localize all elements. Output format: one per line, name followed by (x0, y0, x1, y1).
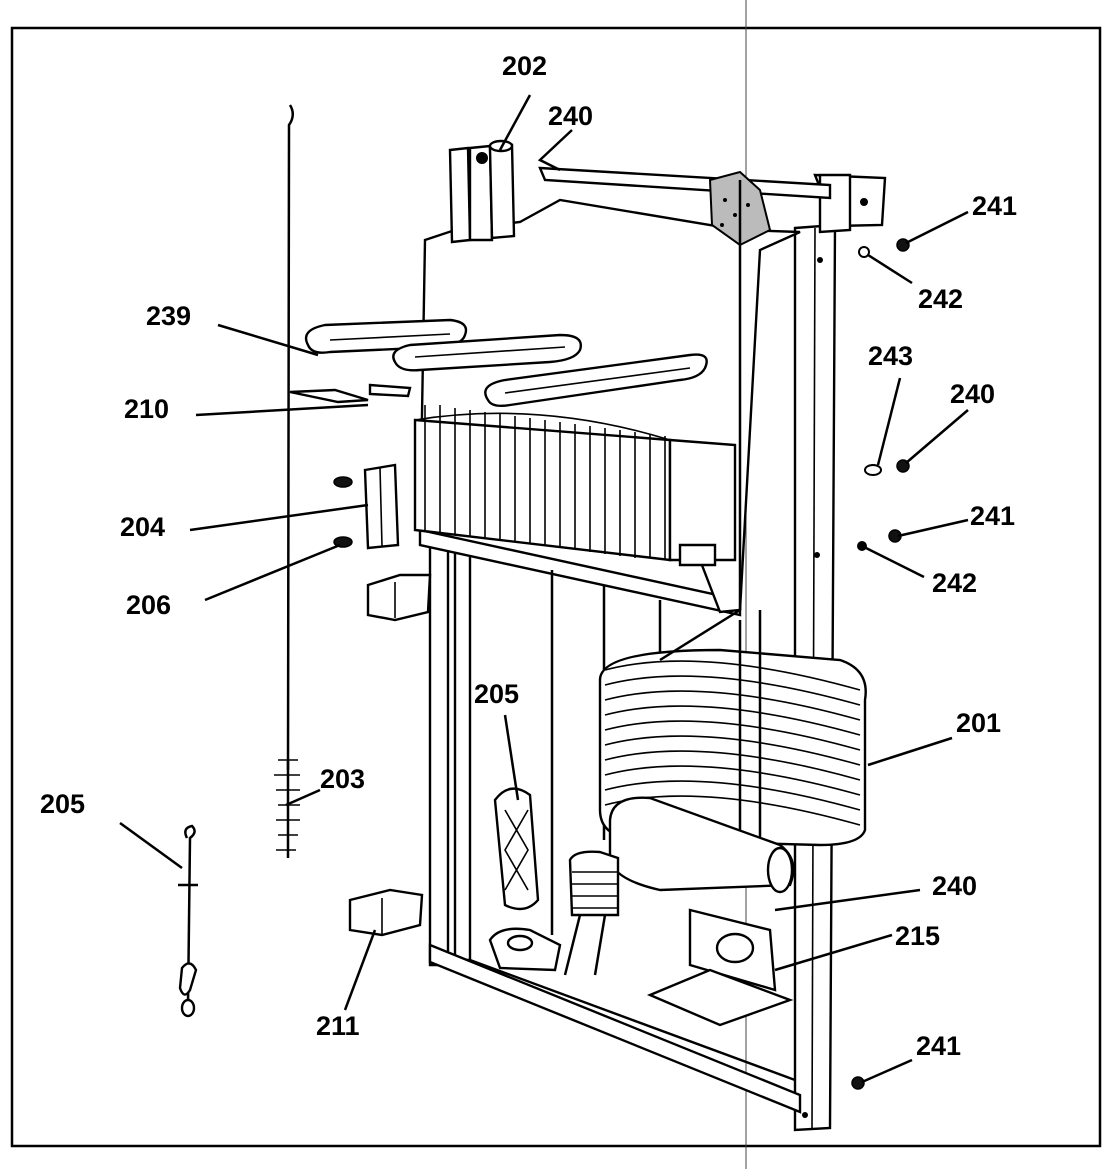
callout-204: 204 (120, 512, 165, 542)
loose-parts (289, 383, 432, 937)
wire-203 (274, 104, 300, 858)
callout-241-bottom: 241 (916, 1031, 961, 1061)
thermocouple-205 (178, 824, 198, 1018)
callout-241-mid: 241 (970, 501, 1015, 531)
condenser-fins (413, 405, 737, 567)
callout-201: 201 (956, 708, 1001, 738)
thermocouple-clip (493, 787, 540, 911)
callout-210: 210 (124, 394, 169, 424)
reservoir-vessel (563, 796, 795, 976)
callout-240-right: 240 (950, 379, 995, 409)
leader-lines (119, 94, 969, 1084)
callout-206: 206 (126, 590, 171, 620)
callout-202: 202 (502, 51, 547, 81)
washer-242-top (858, 246, 870, 258)
callout-240-bottom: 240 (932, 871, 977, 901)
callout-239: 239 (146, 301, 191, 331)
evaporator-coil (304, 318, 708, 408)
callout-241-top: 241 (972, 191, 1017, 221)
callout-215: 215 (895, 921, 940, 951)
callout-242-mid: 242 (932, 568, 977, 598)
washer-243 (864, 464, 882, 476)
washer-242-mid (857, 541, 867, 551)
nut-241-bottom (851, 1076, 865, 1090)
callout-205-loose: 205 (40, 789, 85, 819)
callout-labels: 202 240 241 242 239 243 240 210 204 241 … (40, 51, 1017, 1061)
callout-243: 243 (868, 341, 913, 371)
callout-203: 203 (320, 764, 365, 794)
diagram-border (10, 26, 1102, 1148)
callout-240-top: 240 (548, 101, 593, 131)
callout-242-top: 242 (918, 284, 963, 314)
nut-241-top (896, 238, 910, 252)
unit-frame (418, 173, 887, 1132)
bottom-left-bracket (488, 927, 562, 972)
callout-211: 211 (316, 1011, 360, 1041)
callout-205-frame: 205 (474, 679, 519, 709)
screw-upper (333, 476, 353, 488)
burner-assembly (646, 908, 794, 1027)
